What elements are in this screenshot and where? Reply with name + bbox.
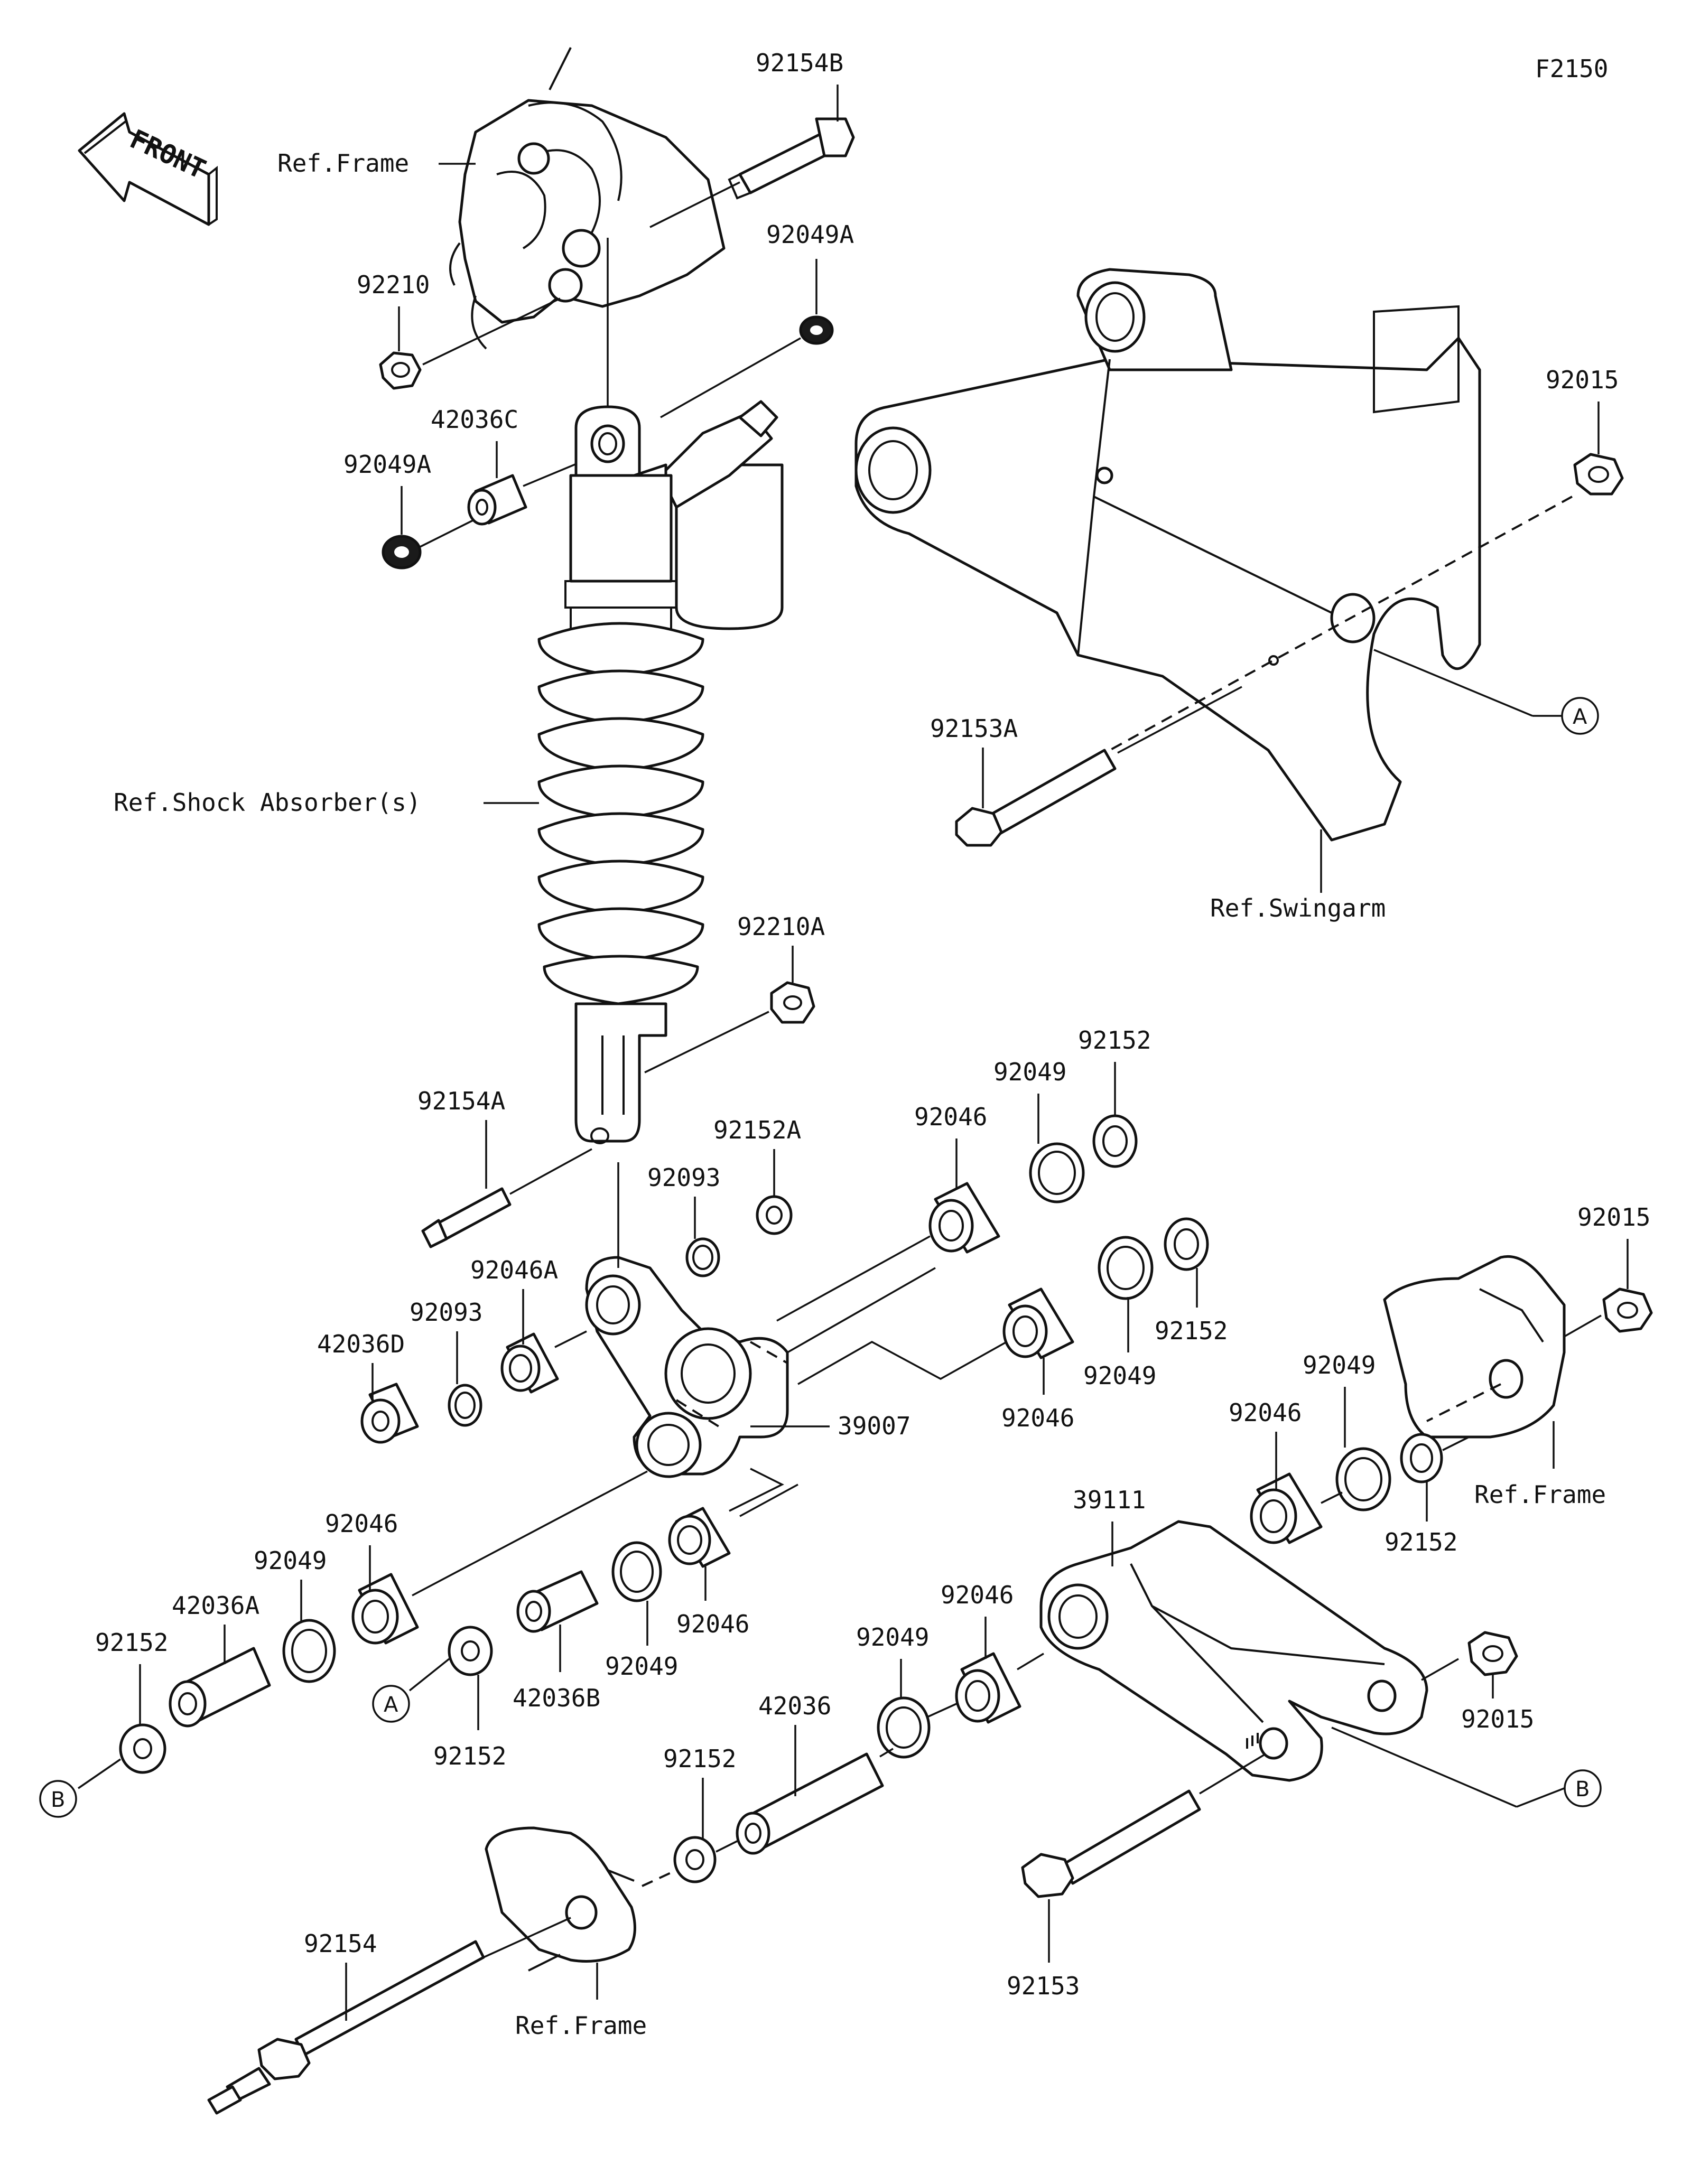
label-92152a: 92152A [713, 1116, 801, 1144]
label-ref-frame-bottom: Ref.Frame [515, 2011, 647, 2040]
label-92049-c: 92049 [605, 1652, 678, 1681]
washer-92152-a [1092, 1114, 1138, 1168]
bearing-92046-c [668, 1507, 731, 1568]
callout-b-left-text: B [51, 1788, 65, 1812]
label-92046-f: 92046 [941, 1581, 1014, 1609]
nut-92015-right [1602, 1287, 1653, 1333]
bearing-92046-a [928, 1182, 1000, 1254]
frame-bracket-right [1383, 1255, 1566, 1439]
label-92154b: 92154B [756, 49, 843, 77]
rocker-arm-39007 [585, 1256, 789, 1478]
frame-bracket-lower [485, 1826, 636, 1972]
label-42036: 42036 [758, 1692, 831, 1720]
nut-92015-lower [1467, 1631, 1518, 1676]
label-42036c: 42036C [431, 405, 518, 434]
shock-absorber [537, 400, 784, 1144]
nut-92015-upper [1573, 453, 1624, 496]
collar-42036d [360, 1383, 419, 1444]
bolt-92153 [1021, 1789, 1201, 1898]
bearing-92046-e [1250, 1472, 1323, 1544]
label-ref-frame-top: Ref.Frame [277, 149, 409, 178]
nut-92210 [379, 351, 422, 390]
bearing-92046a [500, 1332, 559, 1394]
washer-92152-b [1164, 1217, 1209, 1271]
label-92152-a: 92152 [1078, 1026, 1151, 1054]
seal-92093-b [448, 1384, 482, 1427]
label-92210a: 92210A [737, 912, 825, 941]
bolt-92153a [955, 749, 1117, 847]
label-92046-a: 92046 [914, 1103, 987, 1131]
label-42036d: 42036D [317, 1330, 405, 1358]
label-39007: 39007 [838, 1412, 910, 1440]
collar-42036c [467, 474, 527, 526]
washer-92152-d [119, 1723, 166, 1774]
collar-42036a [169, 1647, 271, 1728]
label-92153a: 92153A [930, 714, 1018, 743]
label-39111: 39111 [1073, 1486, 1146, 1514]
diagram-code: F2150 [1535, 54, 1608, 83]
callout-b-right [1564, 1769, 1602, 1807]
callout-a-right [1561, 697, 1599, 735]
label-92152-d: 92152 [95, 1628, 168, 1657]
label-92049-d: 92049 [254, 1546, 327, 1575]
label-92153: 92153 [1007, 1972, 1080, 2000]
label-92049-e: 92049 [1303, 1351, 1376, 1379]
label-92046-b: 92046 [1001, 1404, 1074, 1432]
washer-92152-f [673, 1836, 717, 1883]
label-92015-low: 92015 [1461, 1705, 1534, 1733]
frame-bracket-upper [449, 47, 726, 350]
label-92049-b: 92049 [1083, 1361, 1156, 1390]
label-ref-shock: Ref.Shock Absorber(s) [114, 788, 421, 817]
bearing-92046-d [351, 1573, 419, 1645]
label-92152-e: 92152 [1385, 1528, 1457, 1556]
bearing-92046-f [955, 1652, 1021, 1724]
washer-92152a [756, 1195, 793, 1235]
label-92049-a: 92049 [993, 1058, 1066, 1086]
callout-a-left [372, 1685, 410, 1723]
label-92154a: 92154A [417, 1087, 505, 1115]
label-92046-c: 92046 [676, 1610, 749, 1638]
washer-92152-c [448, 1626, 493, 1676]
callout-a-right-text: A [1573, 705, 1587, 729]
label-92015-top: 92015 [1546, 366, 1619, 394]
callout-b-left [39, 1780, 77, 1818]
label-92093-a: 92093 [647, 1163, 720, 1192]
label-92049a-left: 92049A [343, 450, 431, 479]
front-arrow-icon [78, 112, 218, 226]
bolt-92154a [421, 1187, 512, 1248]
label-ref-swingarm: Ref.Swingarm [1210, 894, 1386, 922]
bearing-92046-b [1002, 1287, 1074, 1359]
label-92049a-top: 92049A [766, 220, 854, 249]
label-92046-e: 92046 [1229, 1398, 1302, 1427]
bolt-92154b [728, 117, 855, 200]
label-92049-f: 92049 [856, 1623, 929, 1651]
label-92046-d: 92046 [325, 1509, 398, 1538]
label-92152-b: 92152 [1155, 1317, 1228, 1345]
tie-rod-39111 [1039, 1520, 1428, 1782]
label-ref-frame-right: Ref.Frame [1474, 1480, 1606, 1509]
label-42036a: 42036A [172, 1591, 259, 1620]
nut-92210a [770, 981, 815, 1024]
collar-42036b [516, 1570, 599, 1633]
label-92093-b: 92093 [410, 1298, 482, 1327]
label-92015-right: 92015 [1577, 1203, 1650, 1231]
seal-92093-a [685, 1237, 720, 1277]
washer-92152-e [1400, 1433, 1443, 1483]
label-92210: 92210 [357, 270, 430, 299]
label-92154: 92154 [304, 1929, 377, 1958]
swingarm [854, 268, 1481, 842]
label-92152-f: 92152 [663, 1744, 736, 1773]
label-92046a: 92046A [470, 1256, 558, 1284]
callout-a-left-text: A [384, 1693, 398, 1717]
label-92152-c: 92152 [433, 1742, 506, 1770]
collar-42036 [736, 1752, 884, 1855]
label-42036b: 42036B [513, 1684, 600, 1712]
callout-b-right-text: B [1575, 1777, 1590, 1802]
